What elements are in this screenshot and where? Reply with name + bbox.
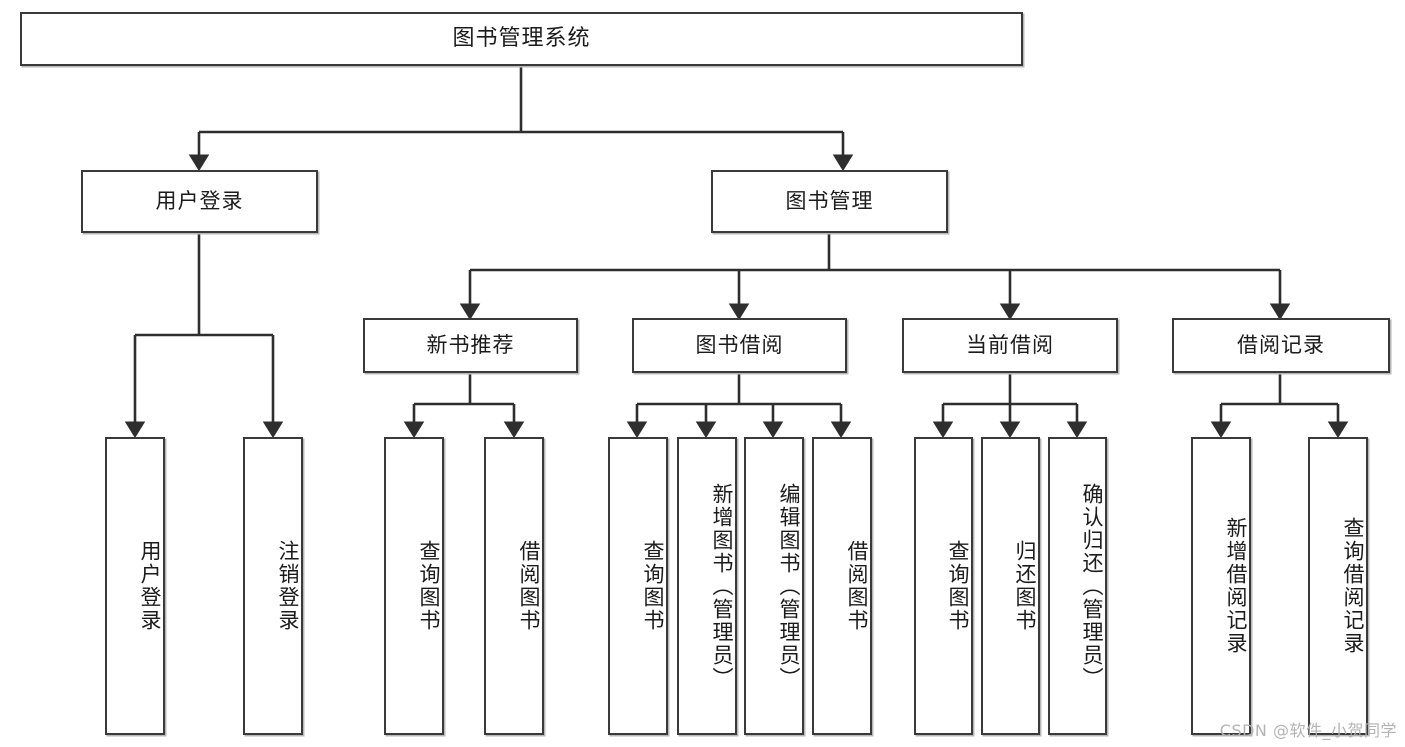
node-book-borrow-label: 图书借阅 <box>695 332 784 357</box>
leaf-user-login-label: 用户登录 <box>138 540 162 632</box>
node-root-label: 图书管理系统 <box>452 25 591 51</box>
leaf-current-query-label: 查询图书 <box>946 540 970 632</box>
leaf-user-logout-label: 注销登录 <box>276 540 300 632</box>
csdn-watermark: CSDN @软件_小贺同学 <box>1219 721 1397 740</box>
node-root[interactable]: 图书管理系统 <box>20 12 1023 66</box>
node-user-login-label: 用户登录 <box>155 188 244 213</box>
node-book-management[interactable]: 图书管理 <box>711 170 948 233</box>
node-book-management-label: 图书管理 <box>785 188 874 213</box>
leaf-newbook-query-label: 查询图书 <box>417 540 441 632</box>
leaf-record-add[interactable]: 新增借阅记录 <box>1191 437 1251 735</box>
leaf-borrow-lend-book[interactable]: 借阅图书 <box>812 437 872 735</box>
leaf-newbook-borrow-label: 借阅图书 <box>517 540 541 632</box>
leaf-borrow-query-label: 查询图书 <box>641 540 665 632</box>
leaf-current-return-label: 归还图书 <box>1013 540 1037 632</box>
leaf-current-confirm-return[interactable]: 确认归还（管理员） <box>1048 437 1107 735</box>
leaf-record-query[interactable]: 查询借阅记录 <box>1308 437 1368 735</box>
node-new-book-recommend[interactable]: 新书推荐 <box>363 318 578 373</box>
leaf-borrow-query[interactable]: 查询图书 <box>608 437 668 735</box>
leaf-record-query-label: 查询借阅记录 <box>1341 517 1365 655</box>
node-book-borrow[interactable]: 图书借阅 <box>632 318 847 373</box>
leaf-current-confirm-return-label: 确认归还（管理员） <box>1080 482 1104 690</box>
node-borrow-record[interactable]: 借阅记录 <box>1172 318 1390 373</box>
leaf-record-add-label: 新增借阅记录 <box>1224 517 1248 655</box>
node-user-login[interactable]: 用户登录 <box>81 170 318 233</box>
leaf-current-return[interactable]: 归还图书 <box>981 437 1040 735</box>
node-current-borrow-label: 当前借阅 <box>966 332 1054 357</box>
node-borrow-record-label: 借阅记录 <box>1237 332 1325 357</box>
leaf-newbook-borrow[interactable]: 借阅图书 <box>484 437 544 735</box>
leaf-borrow-add-book[interactable]: 新增图书（管理员） <box>677 437 737 735</box>
leaf-borrow-edit-book-label: 编辑图书（管理员） <box>777 482 801 690</box>
leaf-borrow-lend-book-label: 借阅图书 <box>845 540 869 632</box>
node-new-book-recommend-label: 新书推荐 <box>426 332 515 357</box>
node-current-borrow[interactable]: 当前借阅 <box>902 318 1118 373</box>
leaf-user-login[interactable]: 用户登录 <box>105 437 165 735</box>
leaf-newbook-query[interactable]: 查询图书 <box>384 437 444 735</box>
leaf-user-logout[interactable]: 注销登录 <box>243 437 303 735</box>
leaf-borrow-edit-book[interactable]: 编辑图书（管理员） <box>744 437 804 735</box>
leaf-current-query[interactable]: 查询图书 <box>914 437 973 735</box>
leaf-borrow-add-book-label: 新增图书（管理员） <box>710 482 734 690</box>
